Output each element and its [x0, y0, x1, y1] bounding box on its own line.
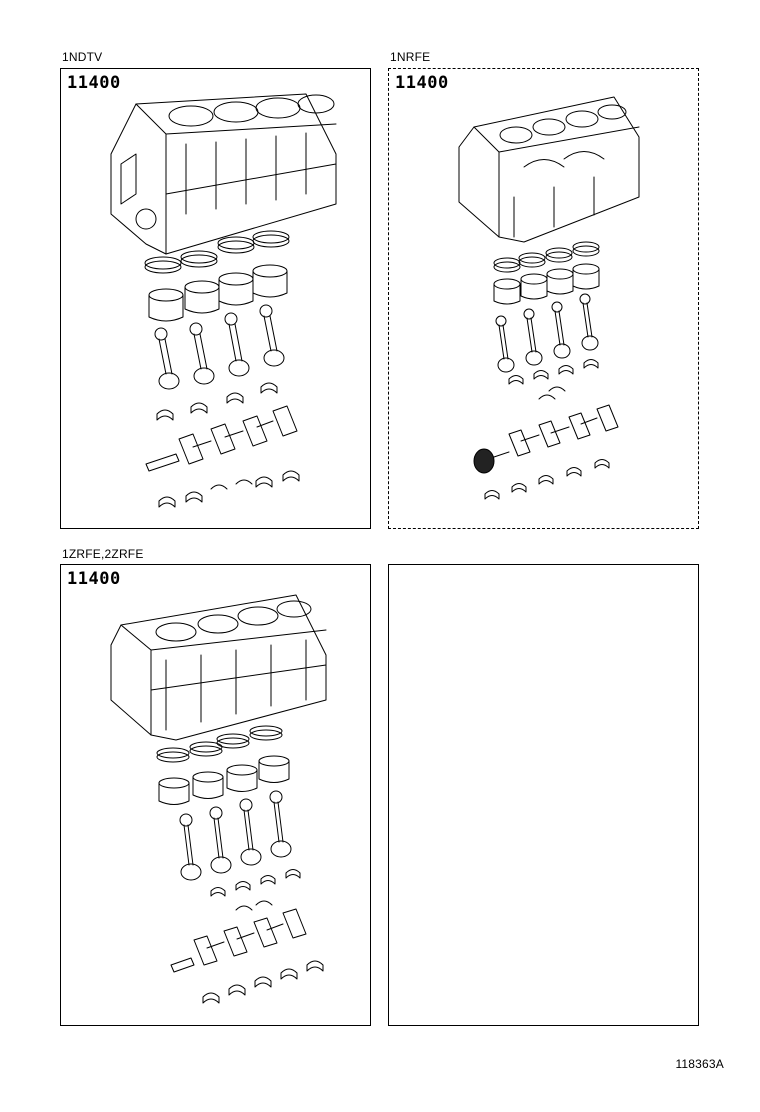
bearing-shell-icon — [202, 960, 324, 1004]
crankshaft-icon — [170, 908, 307, 973]
engine-label-1nrfe: 1NRFE — [390, 50, 431, 64]
crankshaft-icon — [473, 404, 619, 474]
bearing-shell-icon — [484, 459, 610, 500]
engine-label-1ndtv: 1NDTV — [62, 50, 103, 64]
crankshaft-icon — [145, 405, 298, 472]
short-block-illustration-1ndtv — [110, 93, 337, 508]
short-block-illustration-1nrfe — [458, 96, 640, 500]
piston-ring-icon — [144, 230, 290, 274]
piston-icon — [158, 755, 290, 805]
cylinder-block-icon — [110, 594, 327, 741]
piston-ring-icon — [493, 241, 600, 273]
part-number-1ndtv: 11400 — [67, 73, 121, 93]
thrust-washer-icon — [538, 386, 566, 400]
cylinder-block-icon — [110, 93, 337, 255]
engine-label-1zrfe-2zrfe: 1ZRFE,2ZRFE — [62, 547, 144, 561]
connecting-rod-icon — [154, 304, 285, 390]
part-number-1nrfe: 11400 — [395, 73, 449, 93]
bearing-shell-icon — [158, 470, 300, 508]
parts-panel-1nrfe[interactable]: 11400 — [388, 68, 699, 529]
short-block-illustration-1zrfe-2zrfe — [110, 594, 327, 1004]
parts-panel-empty — [388, 564, 699, 1026]
bearing-shell-icon — [156, 382, 278, 421]
thrust-washer-icon — [210, 479, 253, 490]
part-number-1zrfe-2zrfe: 11400 — [67, 569, 121, 589]
piston-icon — [493, 263, 600, 305]
bearing-shell-icon — [210, 869, 301, 897]
piston-icon — [148, 264, 288, 322]
connecting-rod-icon — [179, 790, 292, 881]
bearing-shell-icon — [508, 359, 599, 385]
illustration-number: 118363A — [675, 1057, 724, 1071]
connecting-rod-icon — [495, 293, 599, 373]
cylinder-block-icon — [458, 96, 640, 243]
thrust-washer-icon — [235, 900, 273, 911]
parts-panel-1zrfe-2zrfe[interactable]: 11400 — [60, 564, 371, 1026]
parts-panel-1ndtv[interactable]: 11400 — [60, 68, 371, 529]
piston-ring-icon — [156, 725, 283, 763]
